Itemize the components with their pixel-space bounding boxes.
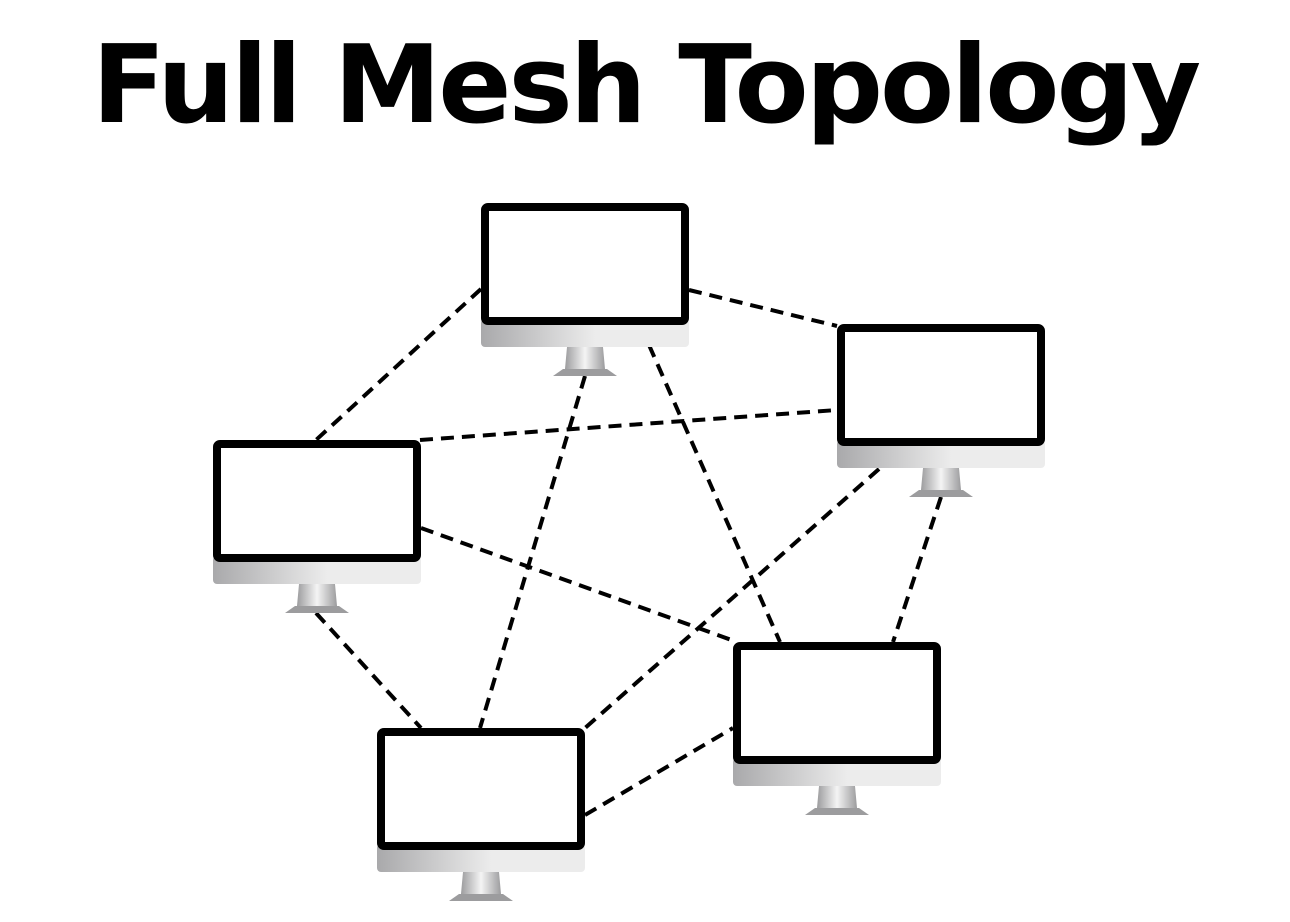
monitor-icon-left	[213, 440, 421, 613]
links-layer	[314, 287, 943, 817]
monitor-icon-bottom-left	[377, 728, 585, 901]
monitor-stand	[461, 872, 501, 894]
link-left-right	[419, 408, 838, 442]
monitor-screen	[837, 324, 1045, 446]
monitor-stand	[297, 584, 337, 606]
monitor-stand	[565, 347, 605, 369]
monitor-chin	[377, 844, 585, 872]
link-right-bottom-left	[583, 467, 881, 730]
link-right-bottom-right	[891, 496, 943, 643]
link-top-bottom-right	[647, 344, 782, 643]
diagram-title: Full Mesh Topology	[91, 23, 1201, 148]
monitor-stand	[817, 786, 857, 808]
link-left-bottom-right	[420, 526, 738, 644]
monitor-stand	[921, 468, 961, 490]
link-bottom-left-bottom-right	[583, 726, 735, 817]
link-top-right	[688, 288, 838, 328]
monitor-icon-top	[481, 203, 689, 376]
monitor-chin	[213, 556, 421, 584]
monitor-screen	[213, 440, 421, 562]
monitor-base	[285, 606, 349, 613]
monitor-screen	[733, 642, 941, 764]
monitor-base	[805, 808, 869, 815]
monitor-chin	[837, 440, 1045, 468]
link-top-bottom-left	[478, 375, 587, 729]
monitor-icon-bottom-right	[733, 642, 941, 815]
monitor-screen	[377, 728, 585, 850]
monitor-base	[553, 369, 617, 376]
monitor-base	[909, 490, 973, 497]
monitor-icon-right	[837, 324, 1045, 497]
monitor-chin	[733, 758, 941, 786]
monitor-base	[449, 894, 513, 901]
monitor-chin	[481, 319, 689, 347]
nodes-layer	[213, 203, 1045, 901]
link-left-bottom-left	[314, 611, 423, 730]
link-top-left	[314, 287, 483, 442]
monitor-screen	[481, 203, 689, 325]
